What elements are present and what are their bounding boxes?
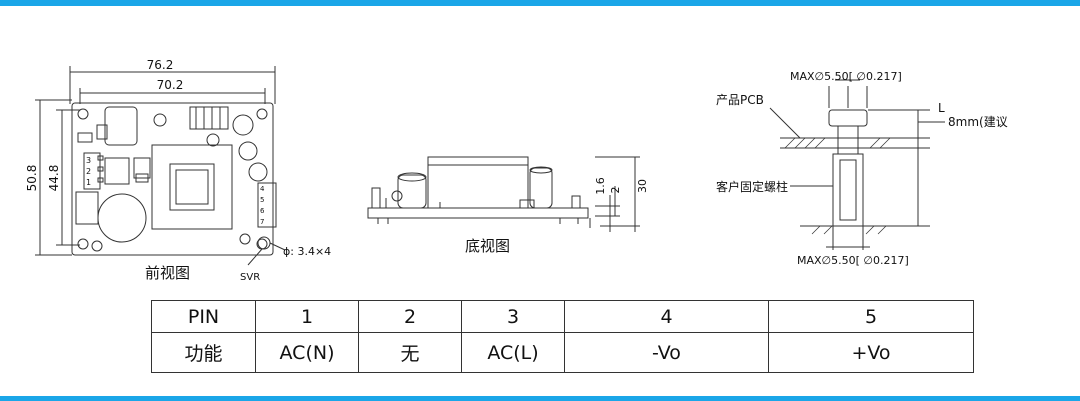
capacitor [238, 141, 258, 161]
right-pin-6: 6 [260, 207, 265, 215]
dim-height-outer: 50.8 [25, 165, 39, 192]
table-cell: 2 [358, 299, 462, 334]
mount-hole [77, 108, 89, 120]
dim-pin-length: 1.6 [594, 177, 607, 195]
mount-hole [77, 238, 89, 250]
hole-spec: ϕ: 3.4×4 [283, 245, 331, 258]
svr-label: SVR [240, 272, 260, 283]
left-pin-2: 2 [86, 167, 91, 176]
dim-board: 2 [609, 187, 622, 194]
dim-width-outer: 76.2 [147, 58, 174, 72]
table-header-row: PIN 1 2 3 4 5 [151, 299, 974, 334]
bottom-accent-bar [0, 396, 1080, 401]
capacitor [232, 114, 254, 136]
fuse-component [104, 106, 138, 146]
table-cell: 功能 [151, 332, 256, 373]
dim-height-inner: 44.8 [47, 165, 61, 192]
standoff-label: 客户固定螺柱 [716, 179, 788, 194]
dim-l-label: L [938, 101, 945, 115]
table-cell: +Vo [768, 332, 974, 373]
bulk-capacitor [97, 193, 147, 243]
recommend-length: 8mm(建议 [948, 115, 1008, 129]
front-view [35, 66, 286, 266]
left-pin-1: 1 [86, 178, 91, 187]
table-cell: -Vo [564, 332, 769, 373]
pin-function-table: PIN 1 2 3 4 5 功能 AC(N) 无 AC(L) -Vo +Vo [151, 299, 974, 373]
table-cell: AC(N) [255, 332, 359, 373]
right-pin-connector [257, 182, 277, 228]
mount-detail [769, 79, 945, 250]
table-cell: AC(L) [461, 332, 565, 373]
front-view-caption: 前视图 [145, 264, 190, 282]
table-cell: 5 [768, 299, 974, 334]
top-accent-bar [0, 0, 1080, 6]
svr-potentiometer [257, 236, 271, 250]
table-cell: PIN [151, 299, 256, 334]
mechanical-drawing: 76.2 70.2 50.8 44.8 3 2 1 4 5 6 7 ϕ: 3.4… [25, 58, 1008, 283]
dim-width-inner: 70.2 [157, 78, 184, 92]
dim-total-height: 30 [636, 179, 649, 193]
capacitor [248, 162, 268, 182]
screw-shank [837, 125, 859, 155]
bottom-view [367, 156, 640, 232]
right-pin-4: 4 [260, 185, 265, 193]
bottom-view-transformer [427, 156, 529, 209]
table-cell: 无 [358, 332, 462, 373]
table-cell: 3 [461, 299, 565, 334]
bottom-view-caption: 底视图 [465, 237, 510, 255]
bottom-view-pcb [367, 207, 589, 219]
table-cell: 4 [564, 299, 769, 334]
bridge-rectifier [75, 191, 99, 225]
pcb-label: 产品PCB [716, 93, 764, 107]
screw-head [828, 109, 868, 127]
right-pin-7: 7 [260, 218, 264, 226]
left-pin-3: 3 [86, 156, 91, 165]
mount-top-spec: MAX∅5.50[ ∅0.217] [790, 70, 902, 83]
right-pin-5: 5 [260, 196, 264, 204]
standoff [832, 153, 864, 227]
mount-hole [256, 108, 268, 120]
mount-bottom-spec: MAX∅5.50[ ∅0.217] [797, 254, 909, 267]
board-outline [71, 102, 274, 256]
transformer [151, 144, 233, 230]
table-row: 功能 AC(N) 无 AC(L) -Vo +Vo [151, 332, 974, 373]
table-cell: 1 [255, 299, 359, 334]
